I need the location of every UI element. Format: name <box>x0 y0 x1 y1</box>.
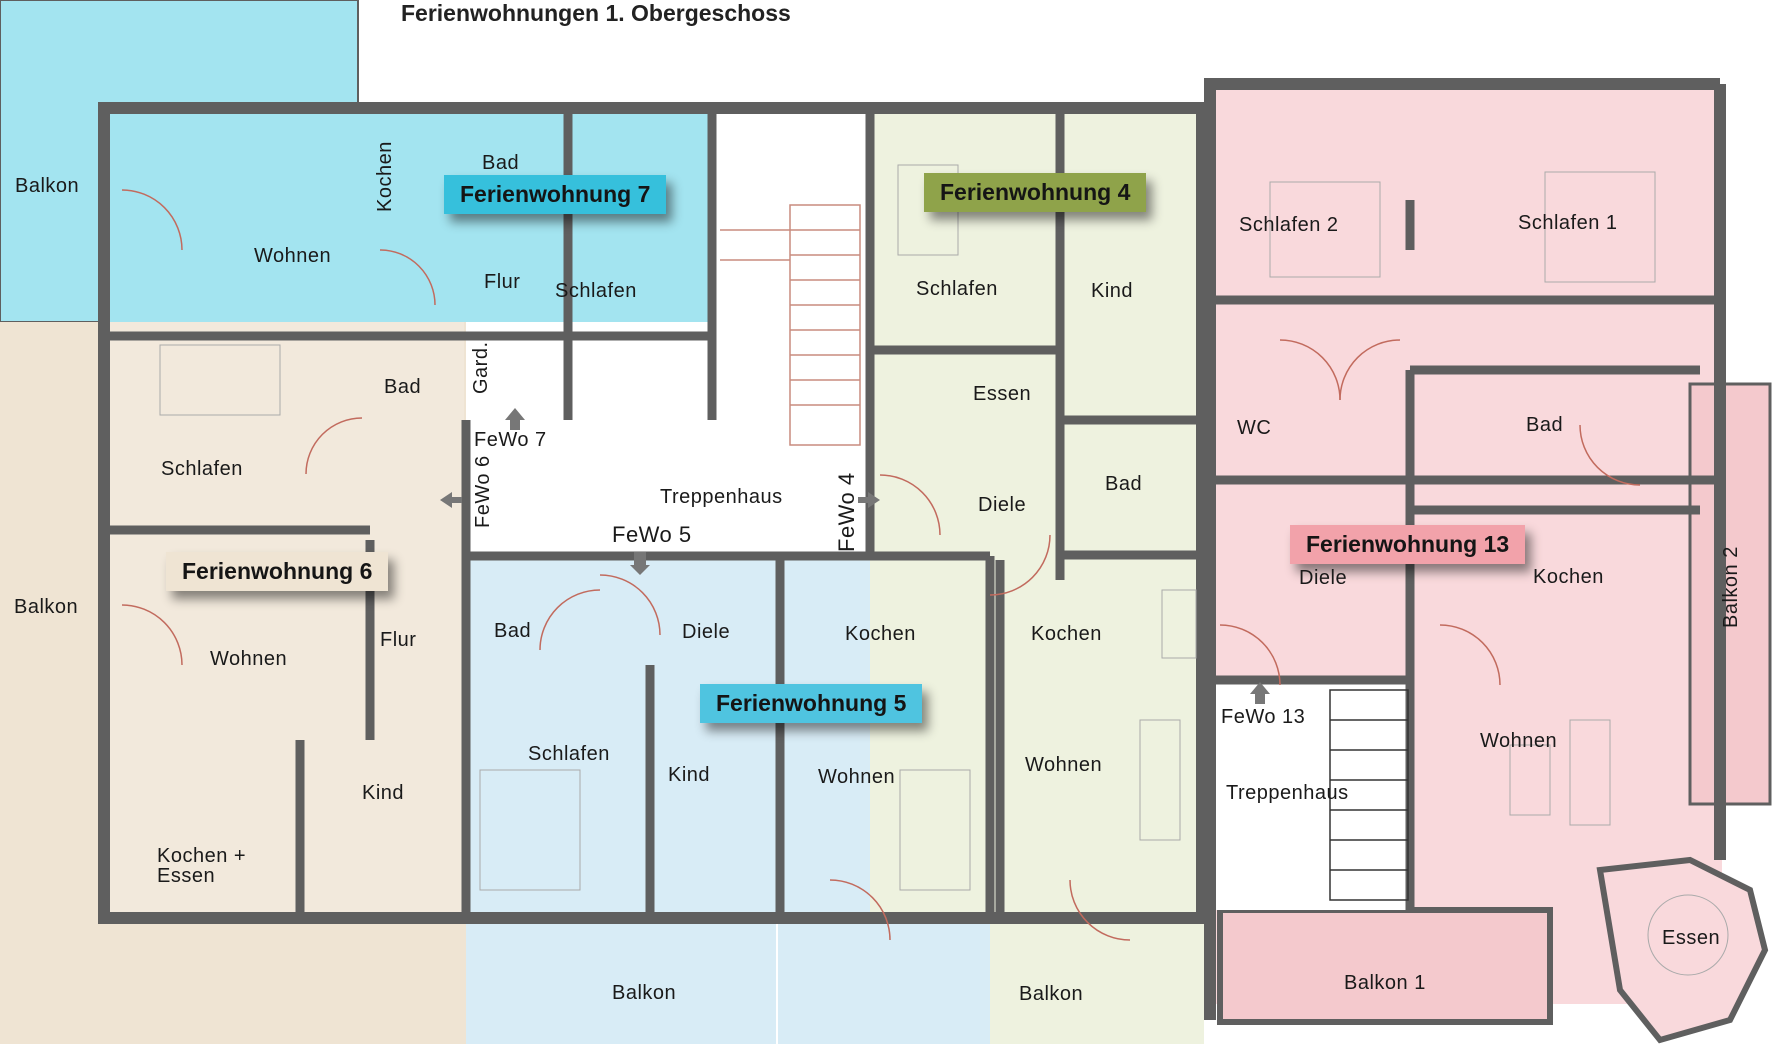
label-fw4-wohnen: Wohnen <box>1025 754 1103 776</box>
label-fw7-wohnen: Wohnen <box>254 245 332 267</box>
tag-fewo7: Ferienwohnung 7 <box>444 175 667 214</box>
label-fw5-kochen: Kochen <box>845 623 916 645</box>
label-fw7-kochen: Kochen <box>374 141 396 212</box>
interior-walls <box>104 108 1720 918</box>
fewo13-bay <box>1596 856 1769 1044</box>
label-fw5-schlafen: Schlafen <box>528 743 610 765</box>
stairwell-area <box>466 420 870 560</box>
label-fw13-wc: WC <box>1237 417 1272 439</box>
tag-fewo6: Ferienwohnung 6 <box>166 552 389 591</box>
label-entry-fewo6: FeWo 6 <box>472 455 494 528</box>
balkon-bottom-area-2 <box>778 920 990 1044</box>
fewo13-balcony2 <box>1688 382 1772 806</box>
tag-fewo5: Ferienwohnung 5 <box>700 684 923 723</box>
label-fw4-diele: Diele <box>978 494 1027 516</box>
label-fw7-gard: Gard. <box>470 341 492 394</box>
label-fw13-diele: Diele <box>1299 567 1348 589</box>
fewo4-area <box>870 104 1198 922</box>
label-fw6-kochen-essen-2: Essen <box>157 865 216 887</box>
label-fw5-diele: Diele <box>682 621 731 643</box>
label-fw4-kochen: Kochen <box>1031 623 1102 645</box>
label-fw13-schlafen2: Schlafen 2 <box>1239 214 1339 236</box>
label-fw6-kind: Kind <box>362 782 405 804</box>
tag-fewo13: Ferienwohnung 13 <box>1290 525 1526 564</box>
fewo6-lower-area <box>100 440 464 922</box>
label-balkon-bottom-1: Balkon <box>612 982 677 1004</box>
label-fw7-bad: Bad <box>482 152 520 174</box>
label-balkon-bottom-2: Balkon <box>1019 983 1084 1005</box>
label-balkon-top-left: Balkon <box>15 175 80 197</box>
label-fw7-flur: Flur <box>484 271 521 293</box>
label-fw13-treppenhaus: Treppenhaus <box>1226 782 1349 804</box>
label-fw5-kind: Kind <box>668 764 711 786</box>
label-fw13-entry: FeWo 13 <box>1221 706 1306 728</box>
label-fw4-kind: Kind <box>1091 280 1134 302</box>
label-fw4-bad: Bad <box>1105 473 1143 495</box>
fewo13-stair <box>1216 680 1412 910</box>
label-entry-fewo7: FeWo 7 <box>474 429 547 451</box>
fewo13-stairs <box>1329 689 1409 901</box>
label-fw6-flur: Flur <box>380 629 417 651</box>
label-fw5-bad: Bad <box>494 620 532 642</box>
label-fw13-essen: Essen <box>1662 927 1721 949</box>
label-balkon-left: Balkon <box>14 596 79 618</box>
label-fw13-balkon1: Balkon 1 <box>1344 972 1426 994</box>
label-fw6-kochen-essen-1: Kochen + <box>157 845 247 867</box>
label-fw4-essen: Essen <box>973 383 1032 405</box>
page-title: Ferienwohnungen 1. Obergeschoss <box>401 0 791 26</box>
label-fw13-bad: Bad <box>1526 414 1564 436</box>
label-fw5-wohnen: Wohnen <box>818 766 896 788</box>
label-fw13-schlafen1: Schlafen 1 <box>1518 212 1618 234</box>
label-entry-fewo4: FeWo 4 <box>834 472 859 552</box>
balkon-bottom-area-3 <box>990 920 1204 1044</box>
entry-arrows <box>440 408 1270 704</box>
label-fw7-schlafen: Schlafen <box>555 280 637 302</box>
balkon-bottom-area-1 <box>466 920 776 1044</box>
label-fw13-kochen: Kochen <box>1533 566 1604 588</box>
label-fw6-schlafen: Schlafen <box>161 458 243 480</box>
tag-fewo4: Ferienwohnung 4 <box>924 173 1147 212</box>
fewo13-balcony1 <box>1217 907 1553 1025</box>
label-fw4-schlafen: Schlafen <box>916 278 998 300</box>
door-swings <box>121 189 1641 941</box>
label-fw6-bad: Bad <box>384 376 422 398</box>
main-stairs <box>720 204 861 446</box>
label-treppenhaus: Treppenhaus <box>660 486 783 508</box>
label-entry-fewo5: FeWo 5 <box>612 522 692 547</box>
label-fw13-balkon2: Balkon 2 <box>1720 546 1742 628</box>
label-fw13-wohnen: Wohnen <box>1480 730 1558 752</box>
label-fw6-wohnen: Wohnen <box>210 648 288 670</box>
